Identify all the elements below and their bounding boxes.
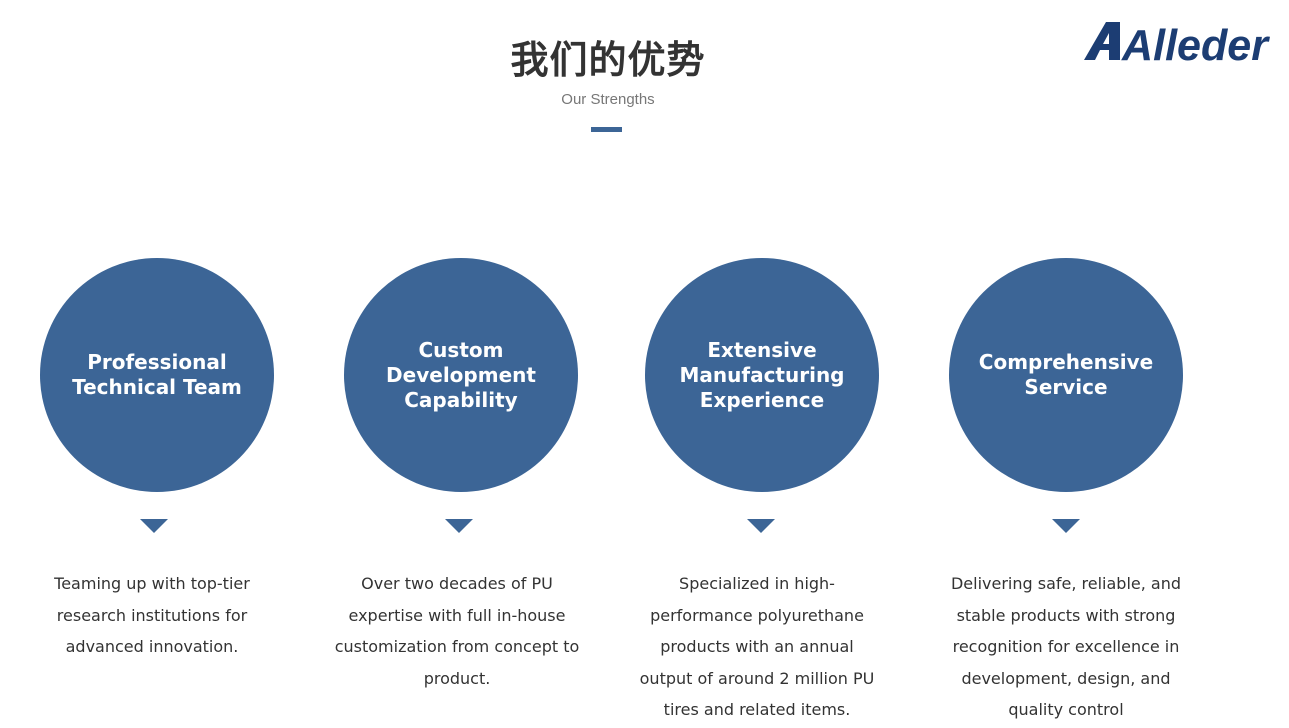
strength-description: Teaming up with top-tier research instit… bbox=[54, 574, 250, 656]
section-header: 我们的优势 Our Strengths bbox=[0, 32, 1216, 110]
strength-title: Comprehensive Service bbox=[978, 350, 1154, 399]
title-underline bbox=[591, 127, 622, 132]
strength-circle: Comprehensive Service bbox=[949, 258, 1183, 492]
triangle-down-icon bbox=[445, 519, 473, 533]
strength-title: Custom Development Capability bbox=[386, 337, 536, 412]
strength-circle: Extensive Manufacturing Experience bbox=[645, 258, 879, 492]
triangle-down-icon bbox=[1052, 519, 1080, 533]
logo-wordmark: Alleder bbox=[1121, 21, 1271, 70]
strength-description: Specialized in high-performance polyuret… bbox=[639, 574, 875, 719]
triangle-down-icon bbox=[747, 519, 775, 533]
strength-description: Over two decades of PU expertise with fu… bbox=[334, 574, 580, 688]
strength-circle: Custom Development Capability bbox=[344, 258, 578, 492]
logo-a-counter-icon bbox=[1103, 33, 1109, 44]
strength-circle: Professional Technical Team bbox=[40, 258, 274, 492]
triangle-down-icon bbox=[140, 519, 168, 533]
strength-title: Extensive Manufacturing Experience bbox=[679, 337, 845, 412]
alleder-logo[interactable]: Alleder bbox=[1080, 14, 1276, 70]
page-title: 我们的优势 bbox=[510, 38, 706, 82]
strength-description: Delivering safe, reliable, and stable pr… bbox=[950, 574, 1182, 719]
logo-a-mark-icon bbox=[1084, 22, 1120, 60]
strength-title: Professional Technical Team bbox=[72, 350, 242, 399]
page-subtitle: Our Strengths bbox=[561, 91, 655, 108]
